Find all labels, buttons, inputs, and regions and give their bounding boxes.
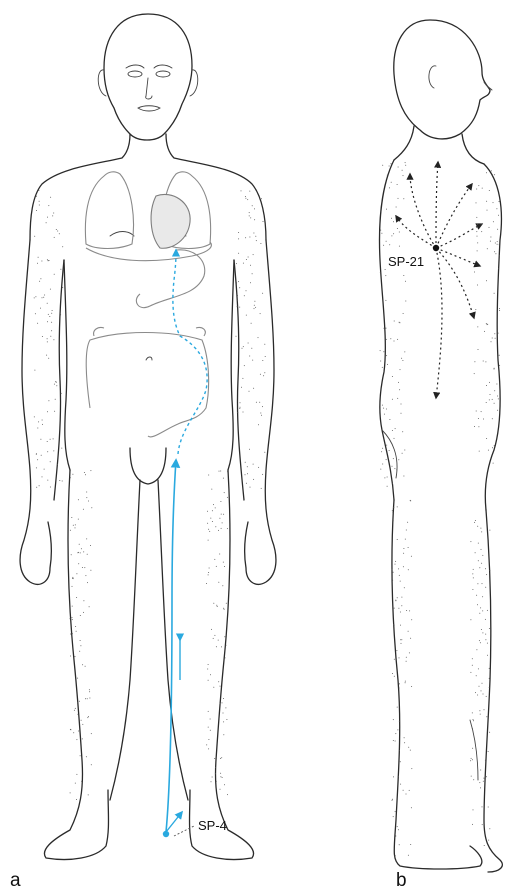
figure-a-body xyxy=(20,14,276,860)
point-label-sp21: SP-21 xyxy=(388,254,424,269)
point-label-sp4: SP-4 xyxy=(198,818,227,833)
spleen-network-arrows xyxy=(396,162,482,398)
colon xyxy=(86,333,208,437)
stomach xyxy=(136,250,204,308)
figure-b-body xyxy=(380,20,503,872)
panel-label-a: a xyxy=(10,870,21,891)
lung-left xyxy=(85,172,133,249)
stipple-shading xyxy=(34,162,500,856)
figure-a-organs xyxy=(85,172,211,437)
spleen-channel xyxy=(163,250,207,837)
liver xyxy=(86,242,211,261)
panel-label-b: b xyxy=(396,870,407,891)
heart xyxy=(151,194,190,248)
